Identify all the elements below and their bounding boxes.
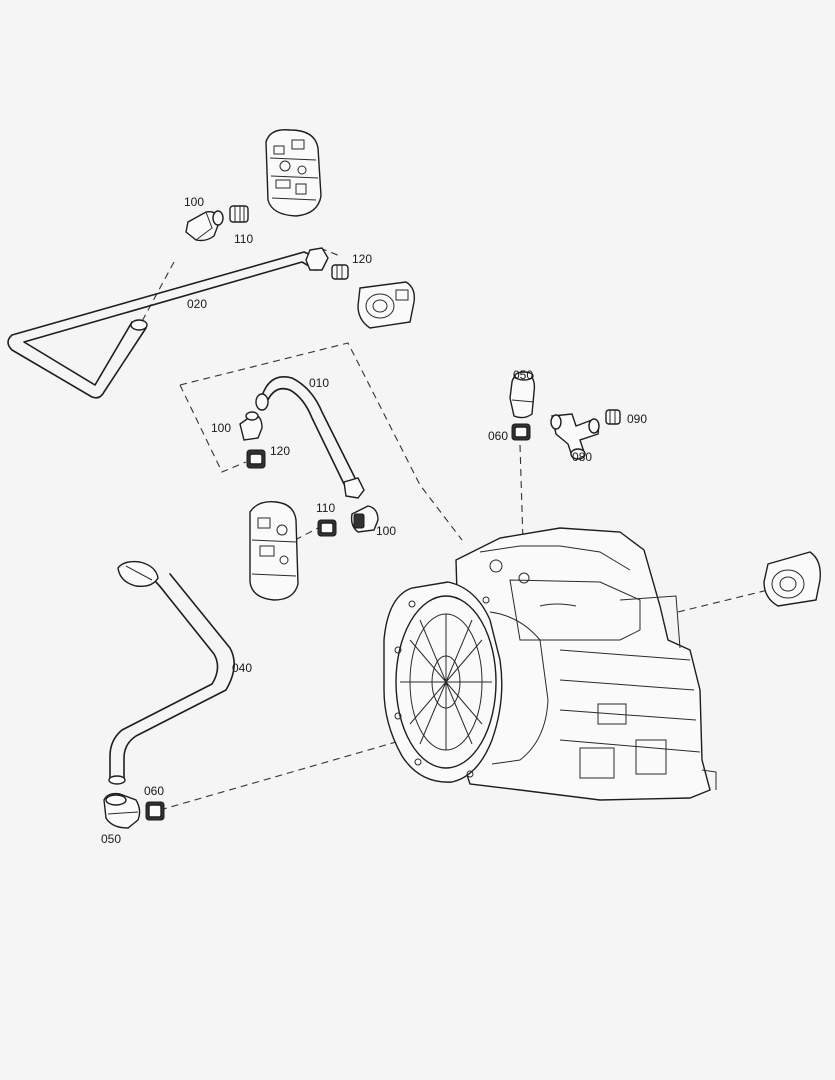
transmission-housing: [383, 527, 717, 801]
elbow-fitting-050-upper: [509, 371, 536, 419]
callout-060-lower: 060: [144, 784, 164, 798]
callout-090: 090: [627, 412, 647, 426]
callout-100-upper: 100: [184, 195, 204, 209]
callout-labels: 010 020 040 050 050 060 060 080 090 100 …: [101, 195, 647, 846]
assembly-leader-lines: [139, 247, 769, 811]
elbow-fitting-100-upper: [185, 210, 224, 242]
adapter-110-lower: [317, 519, 337, 537]
adapter-060-upper: [511, 423, 531, 441]
tee-fitting-080: [550, 413, 600, 460]
elbow-fitting-100-middle: [239, 411, 263, 441]
callout-110-lower: 110: [316, 501, 335, 515]
callout-060-upper: 060: [488, 429, 508, 443]
adapter-120-middle: [246, 449, 266, 469]
callout-100-middle: 100: [211, 421, 231, 435]
adapter-110-upper: [229, 205, 249, 223]
pipe-020: [7, 247, 329, 399]
callout-050-lower: 050: [101, 832, 121, 846]
elbow-fitting-100-lower: [350, 505, 379, 533]
plug-090: [605, 409, 621, 425]
callout-100-lower: 100: [376, 524, 396, 538]
callout-010: 010: [309, 376, 329, 390]
callout-110-upper: 110: [234, 232, 253, 246]
callout-120-upper: 120: [352, 252, 372, 266]
adapter-060-lower: [145, 801, 165, 821]
callout-050-upper: 050: [513, 368, 533, 382]
coupling-housing-upper: [357, 281, 416, 329]
callout-120-middle: 120: [270, 444, 290, 458]
callout-020: 020: [187, 297, 207, 311]
valve-block-lower: [249, 501, 299, 601]
pipe-040: [108, 560, 235, 785]
elbow-fitting-050-lower: [103, 792, 141, 829]
adapter-120-upper: [331, 264, 349, 280]
pipe-010: [255, 376, 365, 499]
coupling-housing-right: [763, 551, 821, 607]
callout-040: 040: [232, 661, 252, 675]
callout-080: 080: [572, 450, 592, 464]
valve-block-upper: [265, 129, 322, 217]
